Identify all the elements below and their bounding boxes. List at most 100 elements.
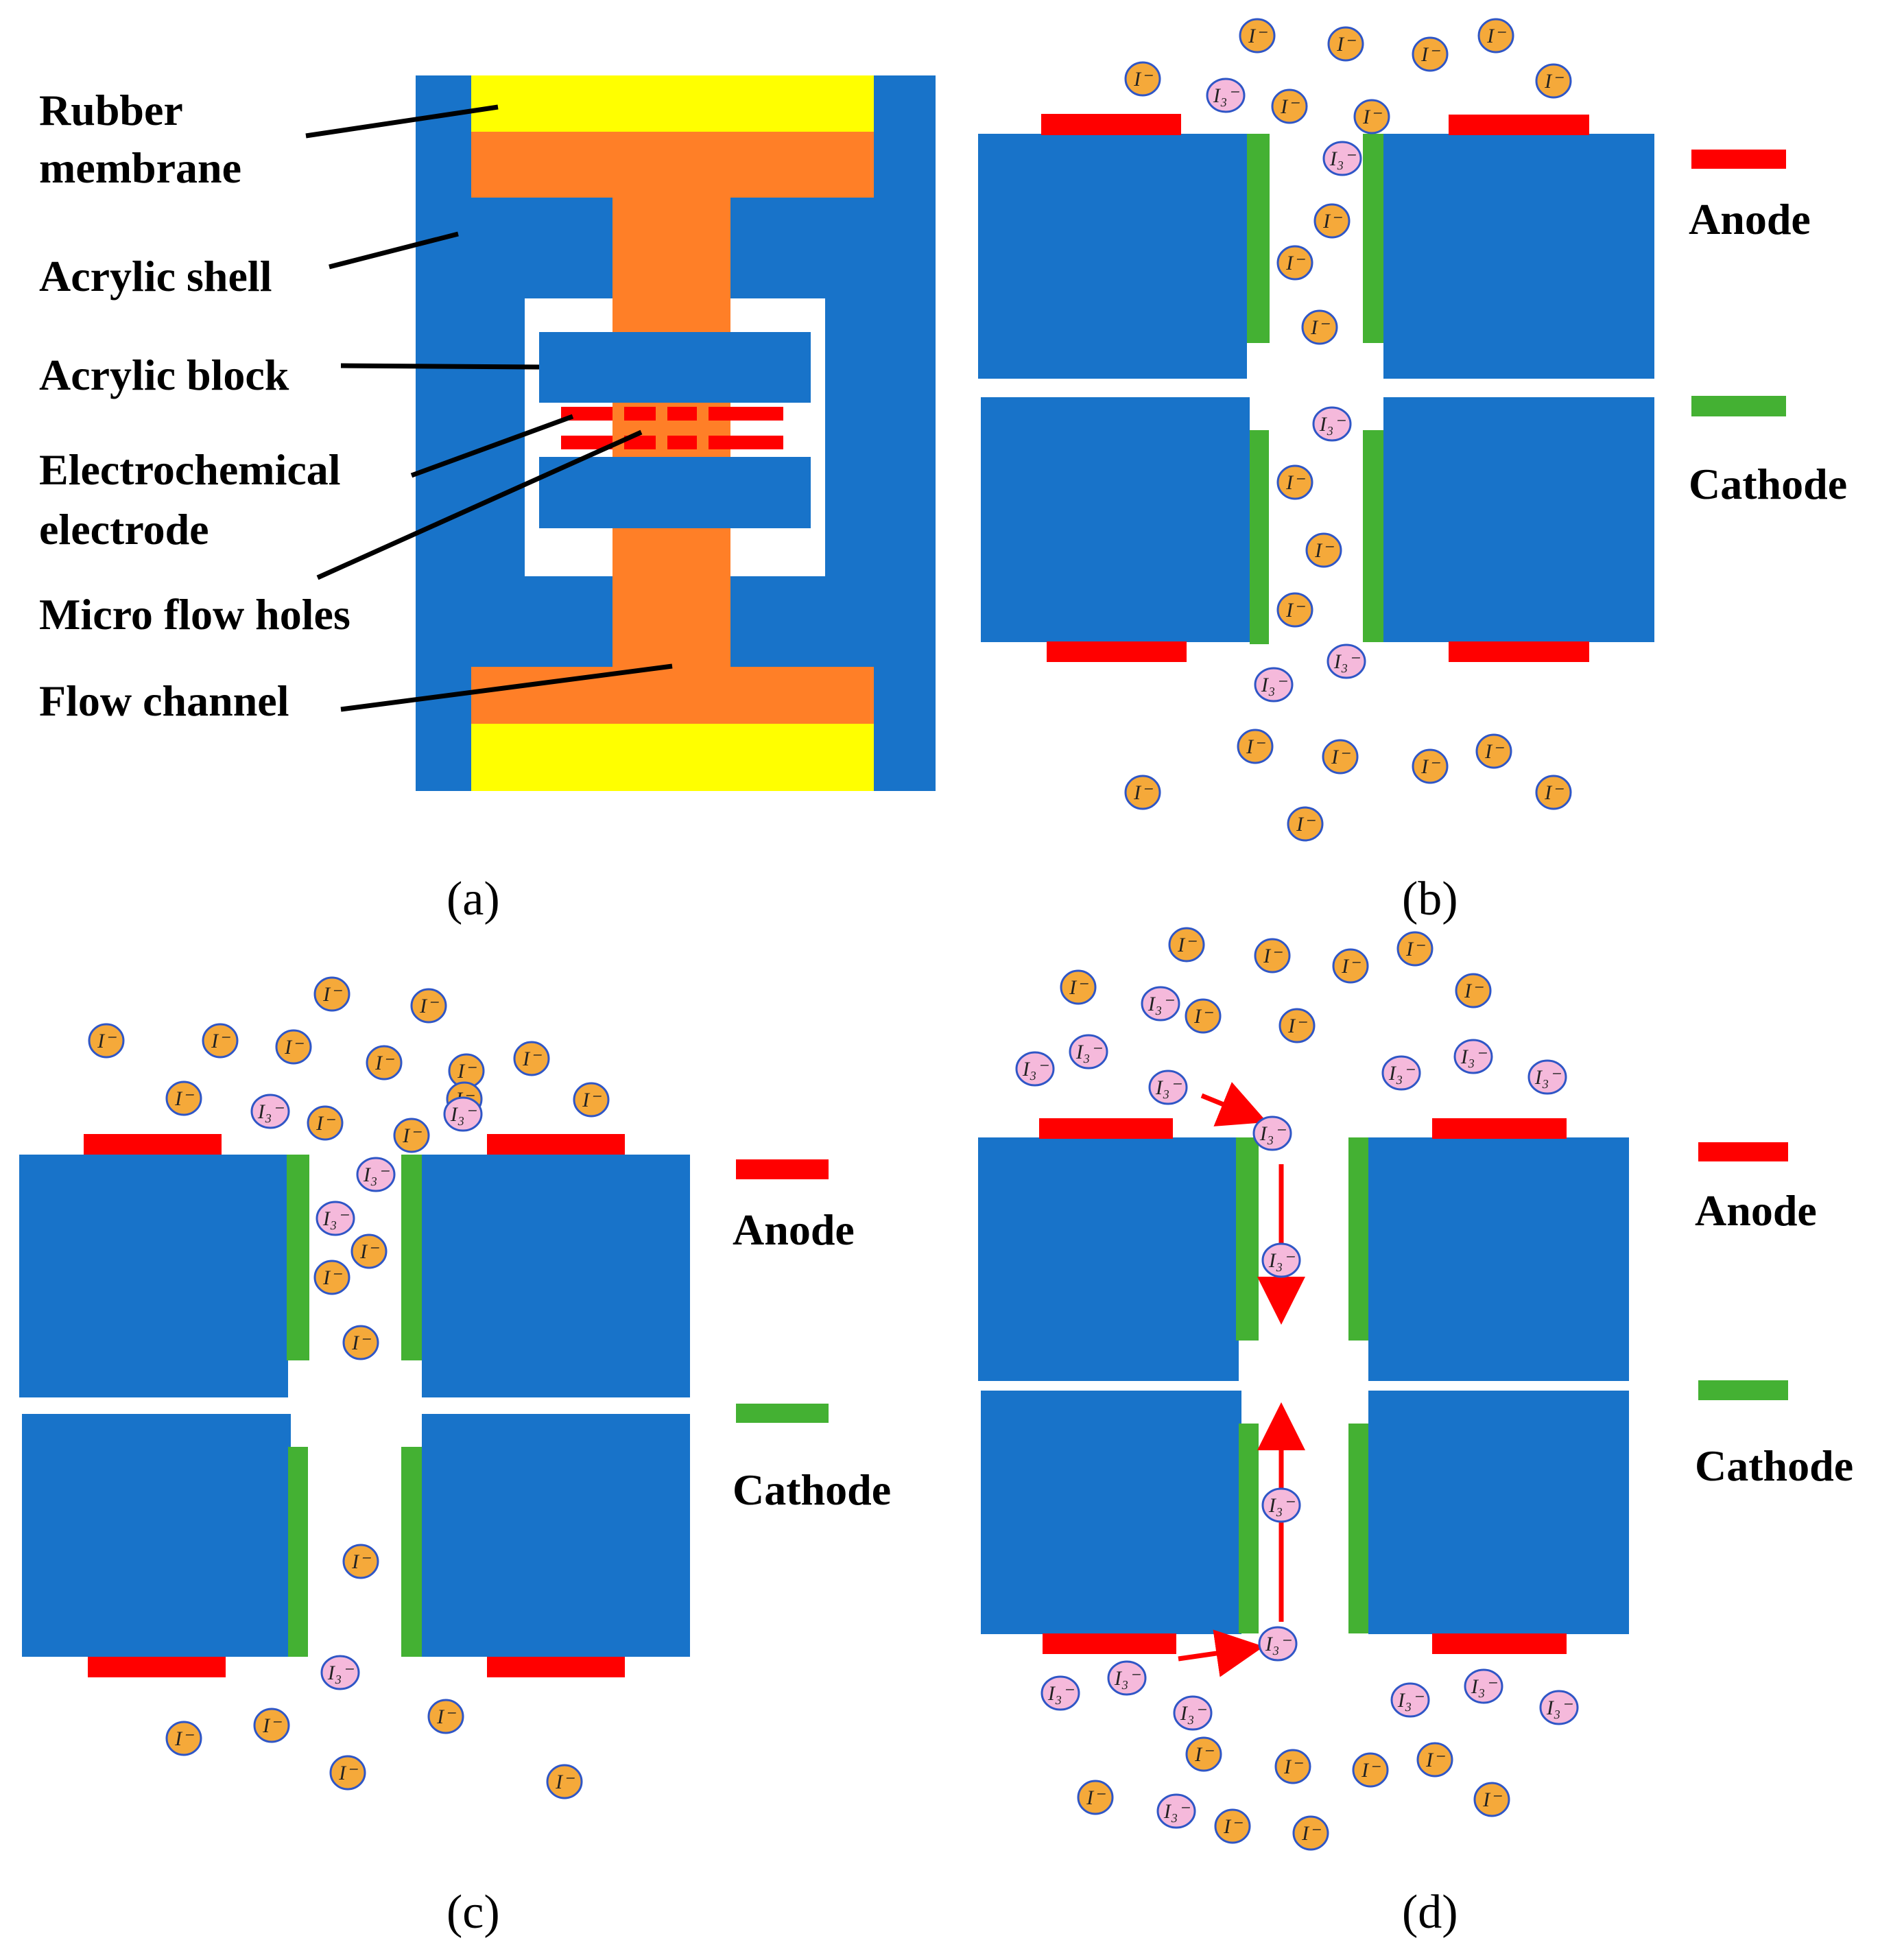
- svg-text:I⁻: I⁻: [1331, 746, 1351, 768]
- svg-text:I⁻: I⁻: [1263, 945, 1283, 967]
- svg-text:I⁻: I⁻: [1223, 1815, 1243, 1838]
- cathode: [1236, 1137, 1259, 1341]
- iodide-ion: I⁻: [410, 988, 447, 1024]
- block-br: [1368, 1391, 1629, 1634]
- svg-text:I₃⁻: I₃⁻: [1075, 1041, 1102, 1063]
- iodide-ion: I⁻: [1305, 532, 1342, 568]
- arrow-bottom-diagonal: [1178, 1629, 1264, 1677]
- iodide-ion: I⁻: [1353, 99, 1390, 134]
- svg-text:I⁻: I⁻: [1069, 976, 1089, 999]
- cathode: [1247, 134, 1270, 343]
- legend-cathode-swatch: [736, 1404, 829, 1423]
- iodide-ion: I⁻: [1077, 1780, 1114, 1815]
- svg-text:I⁻: I⁻: [359, 1240, 379, 1263]
- block-br: [1383, 397, 1654, 642]
- label-rubber-membrane: Rubber membrane: [39, 86, 241, 192]
- rubber-membrane-top: [471, 75, 874, 132]
- svg-text:I₃⁻: I₃⁻: [322, 1207, 349, 1230]
- triiodide-ion: I₃⁻: [1156, 1793, 1196, 1829]
- cathode: [287, 1155, 309, 1360]
- triiodide-ion: I₃⁻: [1381, 1055, 1421, 1091]
- block-tl: [978, 134, 1247, 379]
- block-br: [422, 1414, 690, 1657]
- block-bl: [981, 1391, 1241, 1634]
- iodide-ion: I⁻: [1455, 973, 1492, 1008]
- caption-a: (a): [447, 873, 500, 925]
- iodide-ion: I⁻: [1239, 18, 1276, 54]
- svg-text:I⁻: I⁻: [1420, 43, 1440, 66]
- iodide-ion: I⁻: [366, 1045, 403, 1081]
- micro-flow-holes: [613, 407, 709, 449]
- anode: [84, 1134, 222, 1155]
- iodide-ion: I⁻: [1313, 203, 1351, 239]
- iodide-ion: I⁻: [1237, 729, 1274, 764]
- svg-text:I⁻: I⁻: [322, 1266, 342, 1289]
- svg-text:I⁻: I⁻: [1133, 781, 1153, 804]
- iodide-ion: I⁻: [1416, 1742, 1453, 1778]
- block-tr: [1368, 1137, 1629, 1381]
- iodide-ion: I⁻: [275, 1029, 312, 1065]
- iodide-ion: I⁻: [448, 1053, 485, 1089]
- svg-text:I⁻: I⁻: [1314, 539, 1334, 562]
- triiodide-ion: I₃⁻: [1464, 1668, 1503, 1704]
- cathode: [1348, 1137, 1368, 1341]
- triiodide-ion: I₃⁻: [1453, 1039, 1493, 1074]
- panel-c: Anode Cathode I⁻I⁻I⁻I⁻I⁻I⁻I⁻I⁻I⁻I⁻I⁻I⁻I⁻…: [19, 976, 891, 1799]
- svg-text:I⁻: I⁻: [1283, 1756, 1303, 1778]
- anode: [88, 1657, 226, 1677]
- svg-text:I⁻: I⁻: [1420, 755, 1440, 778]
- iodide-ion: I⁻: [1274, 1749, 1311, 1784]
- iodide-ion: I⁻: [1124, 61, 1161, 97]
- svg-text:I⁻: I⁻: [1133, 68, 1153, 91]
- svg-text:I⁻: I⁻: [1287, 1015, 1307, 1037]
- svg-text:I⁻: I⁻: [1248, 25, 1268, 47]
- iodide-ion: I⁻: [165, 1721, 202, 1756]
- iodide-ion: I⁻: [1322, 739, 1359, 775]
- svg-text:I⁻: I⁻: [402, 1124, 422, 1147]
- cathode: [401, 1447, 422, 1657]
- triiodide-ion: I₃⁻: [1322, 141, 1362, 176]
- legend-anode-label: Anode: [1695, 1186, 1817, 1235]
- svg-text:I⁻: I⁻: [316, 1112, 335, 1135]
- iodide-ion: I⁻: [1271, 88, 1308, 124]
- svg-text:I₃⁻: I₃⁻: [1047, 1682, 1074, 1705]
- svg-text:I₃⁻: I₃⁻: [1333, 650, 1360, 673]
- svg-text:I⁻: I⁻: [582, 1089, 602, 1111]
- iodide-ion: I⁻: [1185, 1736, 1222, 1772]
- triiodide-ion: I₃⁻: [320, 1655, 360, 1690]
- legend-cathode-label: Cathode: [1689, 460, 1847, 508]
- iodide-ion: I⁻: [1475, 733, 1512, 769]
- svg-text:I⁻: I⁻: [1280, 95, 1300, 118]
- iodide-ion: I⁻: [1292, 1815, 1329, 1851]
- svg-text:I₃⁻: I₃⁻: [1114, 1667, 1141, 1690]
- block-bl: [981, 397, 1250, 642]
- svg-text:I⁻: I⁻: [1301, 1822, 1321, 1845]
- iodide-ion: I⁻: [165, 1081, 202, 1116]
- svg-text:I₃⁻: I₃⁻: [1329, 147, 1356, 170]
- anode: [1449, 641, 1589, 662]
- svg-text:I⁻: I⁻: [211, 1030, 230, 1052]
- triiodide-ion: I₃⁻: [443, 1096, 483, 1132]
- iodide-ion: I⁻: [1473, 1782, 1510, 1817]
- triiodide-ion: I₃⁻: [1015, 1051, 1055, 1087]
- label-flow-channel: Flow channel: [39, 676, 289, 725]
- svg-text:I⁻: I⁻: [1484, 740, 1504, 763]
- anode: [1039, 1118, 1173, 1139]
- iodide-ion: I⁻: [202, 1023, 239, 1059]
- iodide-ion: I⁻: [1412, 748, 1449, 784]
- svg-text:I₃⁻: I₃⁻: [1155, 1076, 1182, 1099]
- flow-channel-vertical: [613, 198, 730, 667]
- svg-text:I₃⁻: I₃⁻: [1471, 1675, 1497, 1698]
- triiodide-ion: I₃⁻: [1107, 1660, 1147, 1696]
- label-acrylic-block: Acrylic block: [39, 351, 289, 399]
- caption-d: (d): [1402, 1886, 1458, 1939]
- iodide-ion: I⁻: [1254, 938, 1291, 973]
- svg-text:I₃⁻: I₃⁻: [257, 1100, 284, 1123]
- svg-text:I⁻: I⁻: [1336, 33, 1356, 56]
- iodide-ion: I⁻: [1477, 18, 1514, 54]
- anode: [1047, 641, 1187, 662]
- svg-text:I₃⁻: I₃⁻: [1147, 993, 1174, 1015]
- iodide-ion: I⁻: [88, 1023, 125, 1059]
- iodide-ion: I⁻: [1287, 806, 1324, 842]
